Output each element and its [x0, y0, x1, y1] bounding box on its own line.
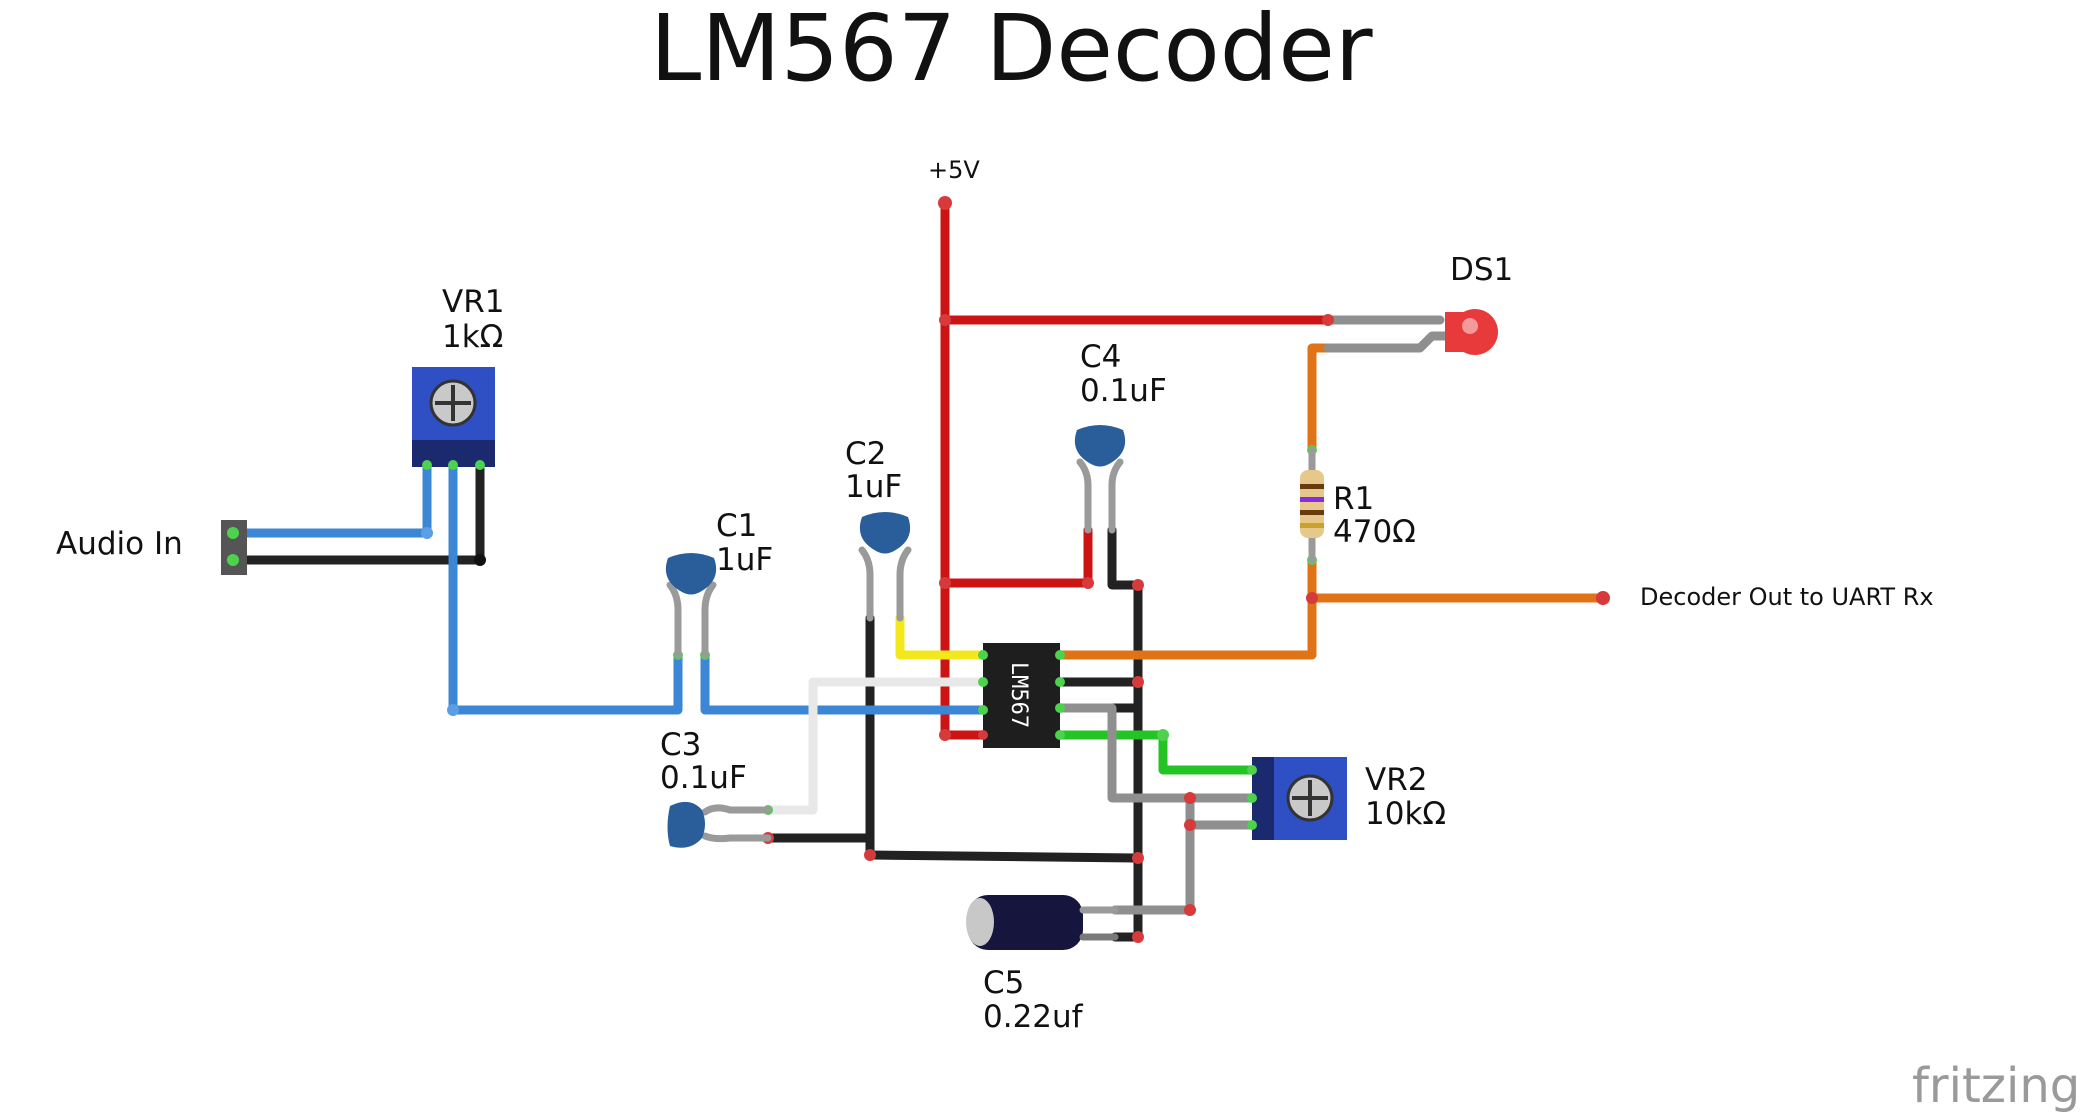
node-gnd-ic — [1132, 676, 1144, 688]
node-vr2-b — [1184, 819, 1196, 831]
decoder-out-label: Decoder Out to UART Rx — [1640, 583, 1934, 611]
c1-ref: C1 — [716, 508, 757, 544]
node-5v-ic — [939, 729, 951, 741]
node-green-bend — [1157, 729, 1169, 741]
audio-in-label: Audio In — [56, 526, 183, 562]
ds1-led — [1445, 309, 1498, 355]
c3-capacitor — [667, 801, 772, 848]
node-gnd-vr1 — [474, 554, 486, 566]
node-gnd-c5 — [1132, 931, 1144, 943]
ic-marking: LM567 — [1006, 662, 1031, 728]
c4-ref: C4 — [1080, 339, 1121, 375]
c1-capacitor — [665, 553, 717, 659]
r1-ref: R1 — [1333, 481, 1374, 517]
node-5v-top — [938, 196, 952, 210]
ds1-ref: DS1 — [1450, 252, 1513, 288]
node-gnd-c2 — [864, 849, 876, 861]
node-gnd-c4 — [1132, 579, 1144, 591]
node-audio-vr1 — [421, 527, 433, 539]
wire-ic-out — [1055, 555, 1317, 660]
wires — [228, 198, 1608, 942]
node-c5-pos — [1184, 904, 1196, 916]
wire-vr2-c5 — [1110, 820, 1257, 915]
wire-led-cathode — [1323, 331, 1455, 353]
wire-gnd-bus — [865, 850, 1140, 863]
wire-ic-vr2 — [1055, 730, 1257, 775]
vr1-value: 1kΩ — [442, 319, 503, 355]
c3-value: 0.1uF — [660, 760, 747, 796]
c3-ref: C3 — [660, 727, 701, 763]
wire-c2-ic — [895, 613, 988, 660]
node-led-anode — [1322, 314, 1334, 326]
node-5v-c4 — [939, 577, 951, 589]
wire-c3-ic — [763, 677, 988, 815]
c4-value: 0.1uF — [1080, 373, 1167, 409]
c5-value: 0.22uf — [983, 999, 1084, 1035]
diagram-title: LM567 Decoder — [650, 0, 1373, 102]
vr2-trimmer — [1247, 757, 1347, 840]
wire-5v-c4 — [940, 525, 1093, 588]
wire-vr1-c1 — [448, 460, 683, 715]
c5-capacitor — [966, 895, 1119, 950]
lm567-ic: LM567 — [978, 643, 1065, 748]
wire-c1-ic — [700, 650, 988, 715]
fritzing-logo: fritzing — [1912, 1058, 2080, 1113]
c2-capacitor — [858, 512, 912, 622]
c2-value: 1uF — [845, 469, 902, 505]
wire-r1-led — [1307, 343, 1333, 455]
wire-ic-vr2-gray — [1055, 703, 1257, 803]
r1-value: 470Ω — [1333, 514, 1416, 550]
r1-resistor — [1300, 446, 1324, 564]
wire-audio-vr1 — [228, 460, 432, 538]
c2-ref: C2 — [845, 436, 886, 472]
audio-in-connector — [221, 520, 247, 575]
node-c4-5v — [1082, 577, 1094, 589]
c4-capacitor — [1074, 425, 1126, 534]
node-uart-out — [1596, 591, 1610, 605]
node-gnd-bus — [1132, 852, 1144, 864]
node-5v-led — [939, 314, 951, 326]
node-audio-c1 — [447, 704, 459, 716]
c1-value: 1uF — [716, 542, 773, 578]
supply-label: +5V — [928, 156, 980, 184]
vr1-ref: VR1 — [442, 284, 504, 320]
node-r1-out — [1306, 592, 1318, 604]
node-vr2-a — [1184, 792, 1196, 804]
vr2-value: 10kΩ — [1365, 796, 1446, 832]
nodes — [421, 196, 1610, 943]
vr1-trimmer — [412, 367, 495, 470]
vr2-ref: VR2 — [1365, 762, 1427, 798]
c5-ref: C5 — [983, 965, 1024, 1001]
wire-gnd-audio — [228, 460, 485, 565]
